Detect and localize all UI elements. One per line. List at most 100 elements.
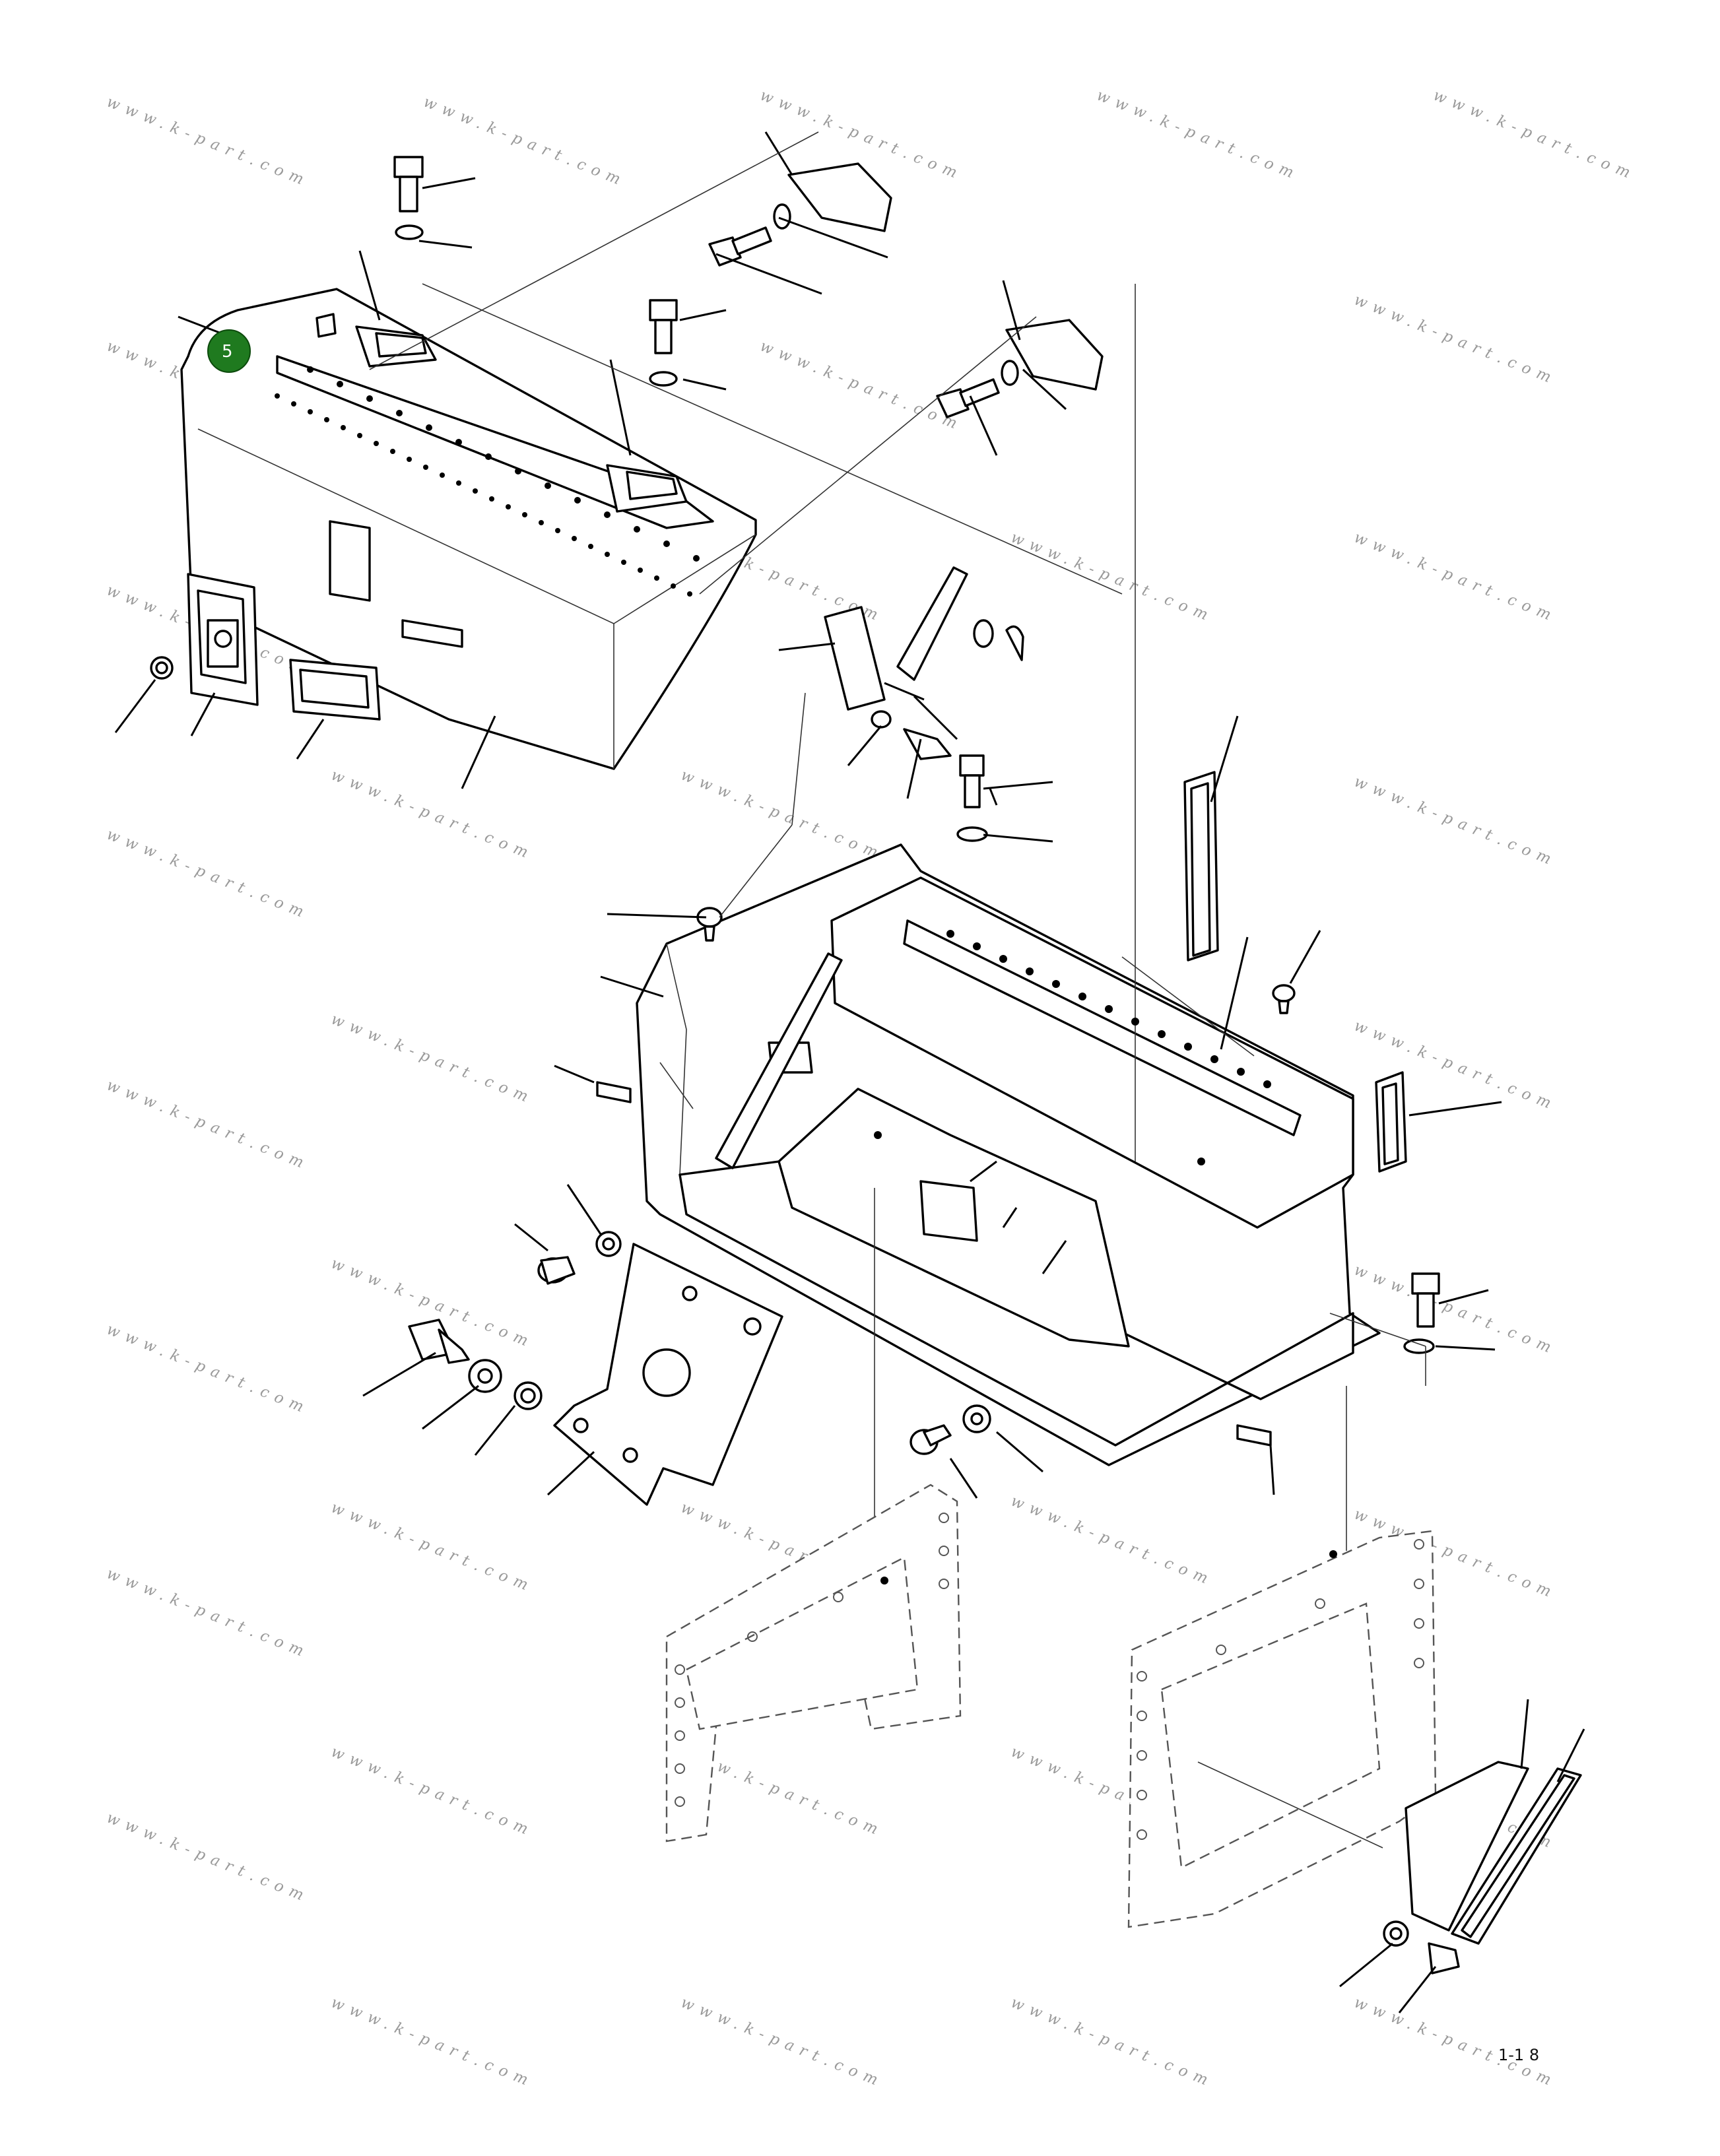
leader-line (1042, 1240, 1067, 1274)
leader-line (1220, 936, 1249, 1050)
leader-line (1438, 1289, 1489, 1305)
leader-line (1002, 280, 1021, 341)
hood-hole (545, 482, 551, 489)
watermark-text: www.k-part.com (1431, 86, 1639, 184)
housing-hole (1184, 1043, 1192, 1051)
leader-line (996, 1431, 1043, 1473)
hood-hole-row (275, 366, 700, 597)
hood-hole (638, 568, 643, 573)
housing-hole (1105, 1005, 1113, 1013)
frame-hole (833, 1592, 843, 1602)
leader-line (969, 395, 998, 456)
leader-line (1408, 1101, 1502, 1117)
watermark-text: www.k-part.com (1094, 86, 1302, 184)
watermark-text: www.k-part.com (104, 1321, 312, 1418)
leader-line (418, 240, 473, 249)
watermark-text: www.k-part.com (1352, 529, 1560, 626)
watermark-text: www.k-part.com (329, 1994, 537, 2091)
leader-line (546, 1451, 595, 1496)
leader-line (913, 695, 958, 740)
hood-hole (634, 526, 640, 533)
housing-hole (1158, 1030, 1166, 1038)
leader-line (778, 642, 836, 651)
hood-hole (374, 441, 379, 446)
hood-hole (426, 424, 432, 431)
top-fasteners (393, 156, 1104, 418)
frame-hole (675, 1796, 685, 1807)
assembly-guide-line (1197, 1761, 1383, 1848)
chassis-frame-ghost (665, 1484, 1437, 1928)
callout-badge[interactable]: 5 (207, 329, 251, 373)
leader-line (1289, 930, 1321, 984)
hood-hole (337, 381, 343, 387)
frame-hole (747, 1631, 758, 1642)
frame-hole (1414, 1539, 1424, 1550)
watermark-text: www.k-part.com (1352, 291, 1560, 389)
frame-hole (675, 1763, 685, 1774)
hood-hole (291, 401, 296, 407)
watermark-text: www.k-part.com (329, 1743, 537, 1841)
assembly-guide-line (1329, 1313, 1426, 1347)
frame-hole (1137, 1750, 1147, 1761)
watermark-text: www.k-part.com (104, 1076, 312, 1174)
leader-line (778, 216, 888, 259)
leader-line (600, 975, 664, 998)
hood-hole (539, 520, 544, 525)
hood-hole (473, 488, 478, 494)
watermark-text: www.k-part.com (678, 766, 886, 864)
assembly-guide-line (422, 283, 1123, 595)
leader-line (970, 1160, 997, 1183)
assembly-guide-line (1121, 956, 1255, 1057)
callout-number: 5 (222, 342, 233, 362)
hood-hole (324, 417, 329, 422)
leader-line (461, 715, 496, 789)
housing-hole (1052, 980, 1060, 988)
hood-hole (605, 552, 610, 557)
hood-hole (588, 544, 593, 549)
watermark-text: www.k-part.com (104, 826, 312, 923)
housing-hole (999, 955, 1007, 963)
leader-line (1556, 1728, 1585, 1782)
frame-hole (939, 1546, 949, 1556)
hood-hole (663, 540, 670, 547)
leader-line (190, 692, 216, 736)
watermark-text: www.k-part.com (329, 1010, 537, 1108)
leader-line (1398, 1966, 1437, 2013)
frame-hole (1137, 1711, 1147, 1721)
hood-hole (522, 512, 527, 517)
hinge-brackets (824, 566, 1024, 842)
leader-line (983, 781, 1053, 790)
housing-hole (946, 930, 954, 938)
watermark-text: www.k-part.com (1352, 1994, 1560, 2091)
leader-line (514, 1223, 548, 1252)
assembly-guide-line (791, 692, 806, 826)
leader-line (847, 725, 882, 766)
housing-hole (1263, 1080, 1271, 1088)
lower-right-bracket (1383, 1761, 1582, 1975)
leader-line (607, 913, 707, 919)
hood-hole (366, 395, 373, 402)
hood-hole (654, 575, 659, 581)
dash-housing (636, 284, 1381, 1564)
hood-hole (604, 511, 611, 518)
leader-line (715, 253, 822, 295)
watermark-text: www.k-part.com (104, 1565, 312, 1662)
hood-hole (456, 480, 461, 486)
hood-hole (555, 528, 560, 533)
hood-hole (693, 555, 700, 562)
leader-line (296, 719, 325, 760)
leader-line (178, 315, 222, 335)
frame-hole (1137, 1790, 1147, 1800)
leader-line (554, 1064, 595, 1084)
leader-line (1269, 1445, 1275, 1495)
hood-hole (307, 366, 314, 373)
frame-hole-row (675, 1513, 1424, 1840)
frame-hole (1216, 1645, 1226, 1655)
leader-line (884, 682, 925, 701)
housing-hole (1026, 967, 1034, 975)
hood-hole (390, 449, 395, 454)
watermark-text: www.k-part.com (758, 337, 966, 435)
frame-hole (675, 1697, 685, 1708)
watermark-text: www.k-part.com (329, 766, 537, 864)
